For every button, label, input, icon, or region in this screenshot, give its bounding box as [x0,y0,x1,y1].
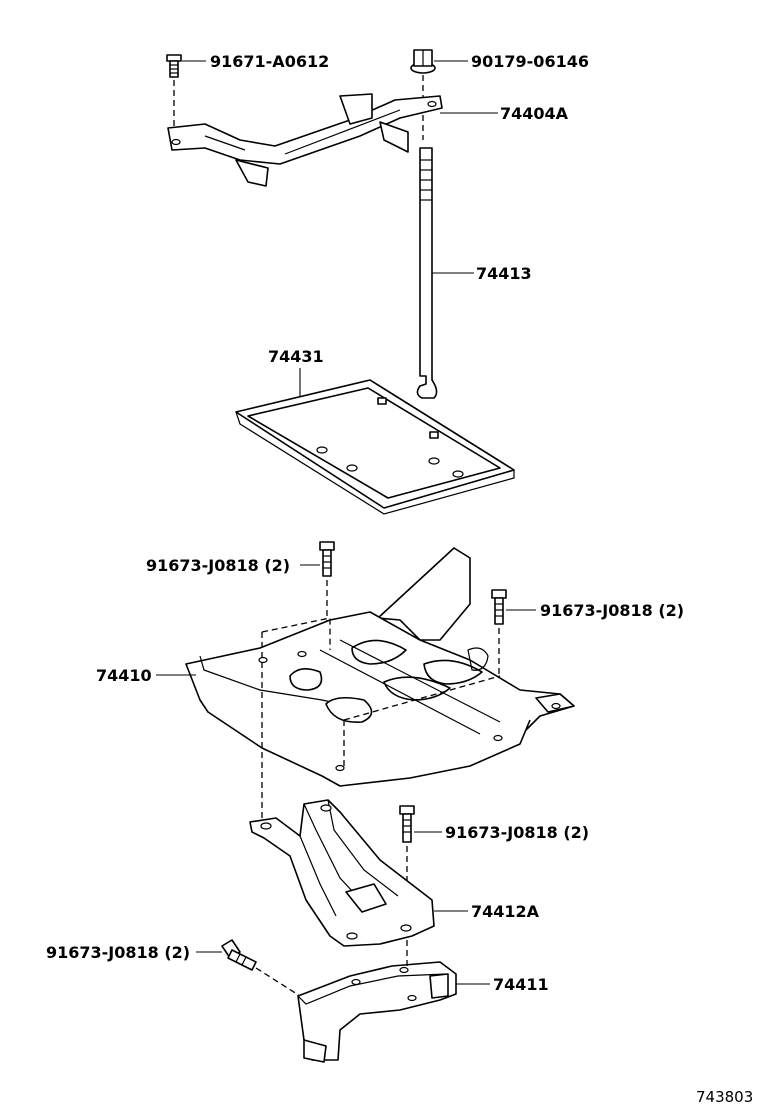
label-clamp-74404a: 74404A [500,104,569,123]
label-bolt-carrier-right: 91673-J0818 (2) [540,601,684,620]
label-bracket-74412a: 74412A [471,902,540,921]
tray-74431 [235,379,515,515]
label-nut-90179-06146: 90179-06146 [471,52,589,71]
label-carrier-74410: 74410 [96,666,152,685]
label-bolt-lower: 91673-J0818 (2) [46,943,190,962]
label-bracket-74411: 74411 [493,975,549,994]
nut-90179-06146 [410,49,436,140]
label-bolt-91671-a0612: 91671-A0612 [210,52,329,71]
rod-74413 [416,147,438,399]
label-bolt-carrier-left: 91673-J0818 (2) [146,556,290,575]
bolt-lower [221,939,301,997]
leader-lines [156,60,536,985]
label-bolt-bracket: 91673-J0818 (2) [445,823,589,842]
bolt-91671-a0612 [166,54,182,130]
bracket-74411 [297,940,457,1063]
figure-number: 743803 [696,1088,753,1106]
label-tray-74431: 74431 [268,347,324,366]
bracket-74412a [249,799,435,947]
carrier-74410 [185,547,575,820]
clamp-74404a [167,93,443,187]
label-rod-74413: 74413 [476,264,532,283]
